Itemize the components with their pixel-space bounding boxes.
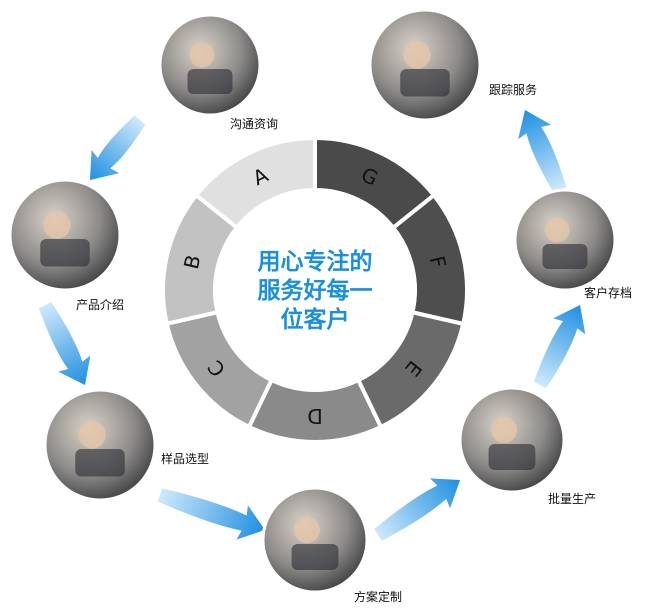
ring-segment-b <box>161 192 240 327</box>
step-label-follow-up: 跟踪服务 <box>489 83 538 97</box>
step-label-plan: 方案定制 <box>354 590 403 604</box>
flow-arrow-icon <box>533 305 586 389</box>
step-label-production: 批量生产 <box>548 492 597 506</box>
office-photo <box>513 188 617 292</box>
step-photos <box>8 8 617 594</box>
step-label-archive: 客户存档 <box>584 286 633 300</box>
ring-segment-g <box>313 135 437 231</box>
flow-arrow-icon <box>518 110 567 193</box>
ring-segment-e <box>355 309 466 430</box>
step-label-consult: 沟通资询 <box>230 117 279 131</box>
factory-photo <box>458 386 566 494</box>
ring-segment-d <box>246 377 384 444</box>
sample-parts-photo <box>43 388 157 502</box>
ring-segment-f <box>390 192 469 327</box>
flow-arrows <box>38 110 586 541</box>
slogan-line: 位客户 <box>280 307 350 333</box>
customer-service-photo <box>158 13 262 117</box>
presentation-photo <box>8 178 122 292</box>
slogan-line: 用心专注的 <box>257 249 373 275</box>
meeting-photo <box>261 486 369 594</box>
slogan-line: 服务好每一 <box>257 278 373 304</box>
flow-arrow-icon <box>38 301 91 385</box>
flow-arrow-icon <box>374 478 460 541</box>
ring-letter-b: B <box>179 253 205 272</box>
step-label-product-intro: 产品介绍 <box>76 298 125 312</box>
ring-letter-d: D <box>307 404 322 428</box>
step-label-sample: 样品选型 <box>161 452 210 466</box>
call-center-photo <box>368 8 482 122</box>
flow-arrow-icon <box>89 115 146 181</box>
ring-segment-c <box>164 309 275 430</box>
center-slogan: 用心专注的 服务好每一 位客户 <box>215 248 415 335</box>
flow-arrow-icon <box>157 488 266 540</box>
ring-letter-f: F <box>425 254 451 271</box>
